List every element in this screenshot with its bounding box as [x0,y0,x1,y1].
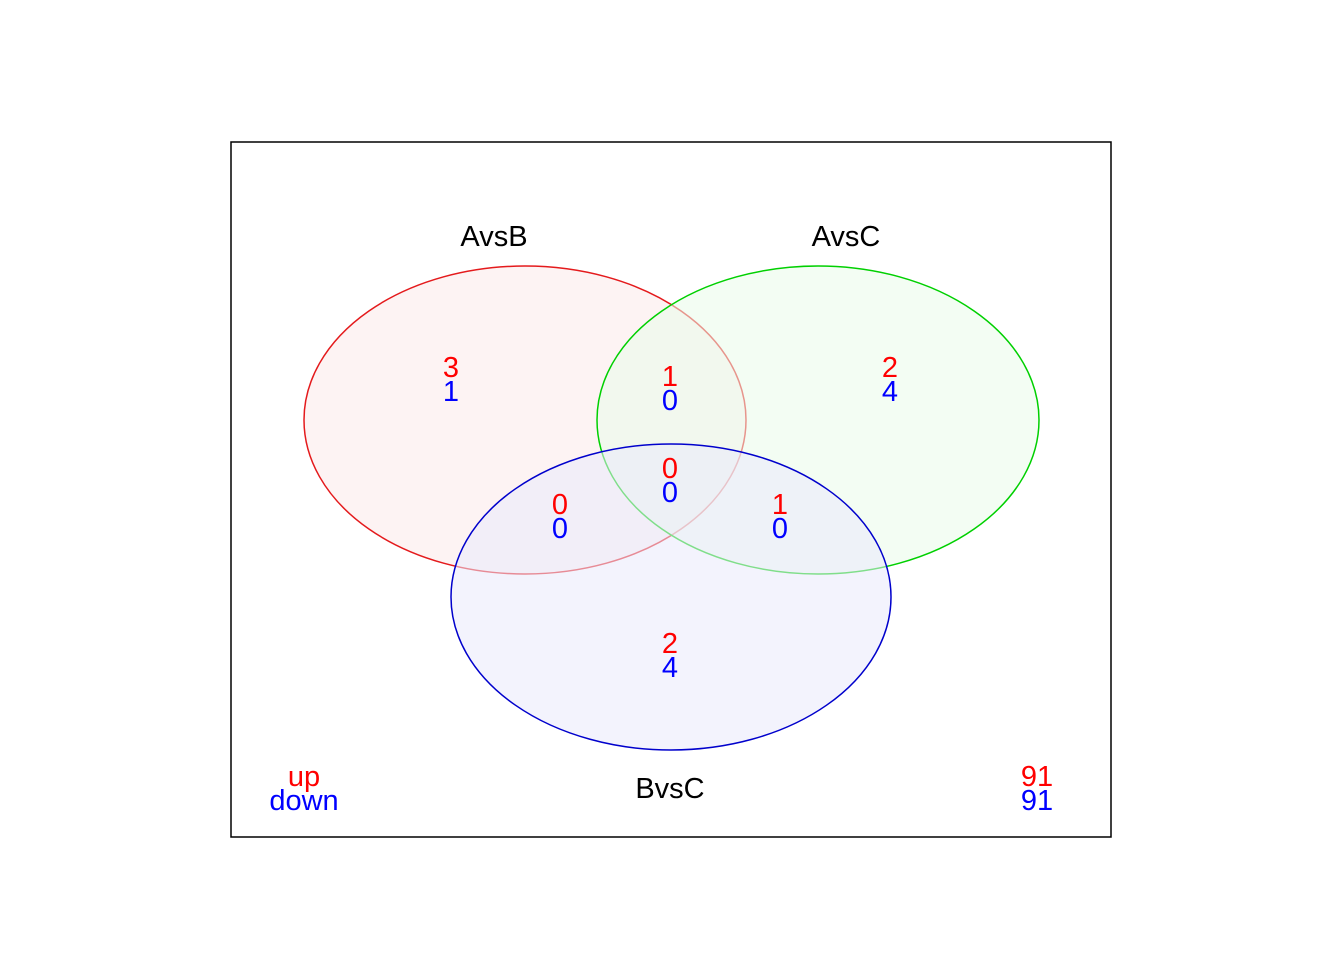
region-b-only-up: 2 [882,352,898,384]
region-a-only-up: 3 [443,352,459,384]
set-label-avsb: AvsB [460,221,527,253]
region-b-only-down: 4 [882,376,898,408]
outside-up: 91 [1021,761,1053,793]
legend-up-label: up [288,761,320,793]
outside-down: 91 [1021,785,1053,817]
set-label-bvsc: BvsC [635,773,704,805]
set-label-avsc: AvsC [812,221,881,253]
set-bvsc-ellipse [450,443,892,751]
region-ac-down: 0 [552,513,568,545]
legend-down-label: down [269,785,338,817]
region-ab-down: 0 [662,385,678,417]
region-ab-up: 1 [662,361,678,393]
region-bc-up: 1 [772,489,788,521]
region-c-only-down: 4 [662,652,678,684]
region-abc-down: 0 [662,477,678,509]
plot-frame [230,141,1112,838]
region-abc-up: 0 [662,453,678,485]
region-bc-down: 0 [772,513,788,545]
region-ac-up: 0 [552,489,568,521]
region-a-only-down: 1 [443,376,459,408]
region-c-only-up: 2 [662,628,678,660]
